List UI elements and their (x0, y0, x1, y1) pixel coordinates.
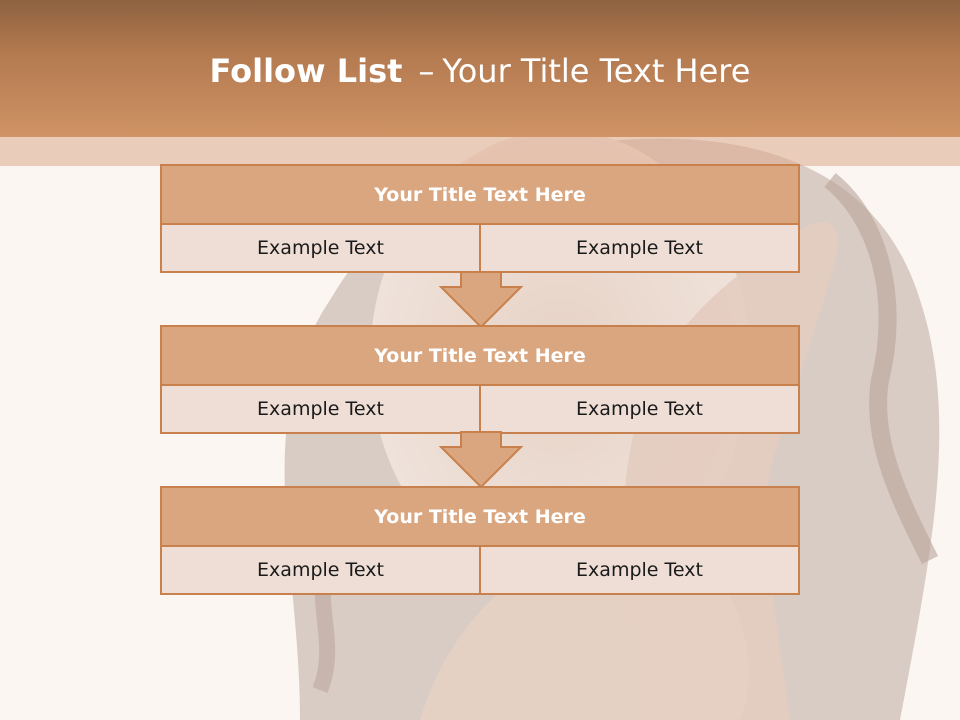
list-box-cell-left: Example Text (162, 547, 479, 593)
list-box-title: Your Title Text Here (162, 488, 798, 547)
list-box-cell-right: Example Text (479, 225, 798, 271)
list-box-2: Your Title Text Here Example Text Exampl… (160, 325, 800, 434)
title-bold: Follow List (209, 52, 403, 90)
title-rest: Your Title Text Here (442, 52, 751, 90)
list-box-title: Your Title Text Here (162, 327, 798, 386)
list-box-row: Example Text Example Text (162, 386, 798, 432)
down-arrow-icon (438, 271, 524, 329)
list-box-cell-right: Example Text (479, 386, 798, 432)
list-box-cell-left: Example Text (162, 386, 479, 432)
list-box-1: Your Title Text Here Example Text Exampl… (160, 164, 800, 273)
title-separator: – (418, 52, 435, 90)
list-box-3: Your Title Text Here Example Text Exampl… (160, 486, 800, 595)
list-box-row: Example Text Example Text (162, 547, 798, 593)
header-band (0, 137, 960, 166)
list-box-title: Your Title Text Here (162, 166, 798, 225)
down-arrow-icon (438, 431, 524, 489)
header-bar (0, 0, 960, 137)
list-box-cell-right: Example Text (479, 547, 798, 593)
slide-title: Follow List–Your Title Text Here (0, 52, 960, 90)
list-box-row: Example Text Example Text (162, 225, 798, 271)
list-box-cell-left: Example Text (162, 225, 479, 271)
